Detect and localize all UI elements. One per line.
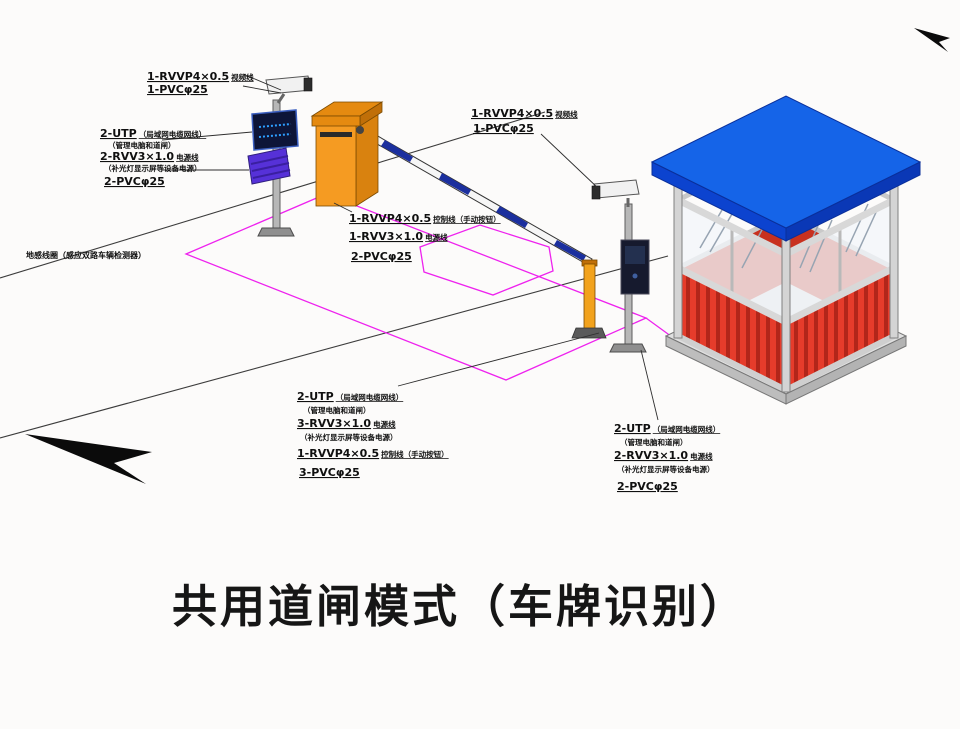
booth-post-left xyxy=(673,171,683,339)
north-arrows xyxy=(25,28,950,484)
label-screen-line4: （补光灯显示屏等设备电源） xyxy=(104,163,202,173)
label-booth-line5: 2-PVCφ25 xyxy=(617,480,678,493)
barrier-gate xyxy=(310,101,607,339)
led-display-text-row2 xyxy=(258,133,292,138)
led-display-screen xyxy=(251,109,299,151)
label-screen-line2: （管理电脑和道闸） xyxy=(108,140,176,150)
barrier-cabinet-front xyxy=(315,123,357,207)
leader-camera2 xyxy=(540,133,600,190)
booth-base-right-face xyxy=(785,335,907,405)
glass-glint-5 xyxy=(809,219,833,273)
rest-post-base xyxy=(571,327,607,339)
mid-rail-right xyxy=(784,264,896,326)
leader-lines xyxy=(161,73,659,421)
top-rail-left xyxy=(676,196,788,258)
label-screen-line5: 2-PVCφ25 xyxy=(104,175,165,188)
ground-loop-coil xyxy=(419,224,554,296)
top-rail-right xyxy=(784,196,896,258)
boom-pivot xyxy=(356,126,364,134)
fill-light-louver3 xyxy=(252,169,291,179)
label-barrier-line3: 2-PVCφ25 xyxy=(351,250,412,263)
booth-post-front xyxy=(781,237,791,393)
boom-stripe-1 xyxy=(381,140,413,162)
boom-stripe-3 xyxy=(496,206,528,228)
guard-booth xyxy=(650,95,922,405)
glass-glint-7 xyxy=(855,207,879,257)
booth-post-right xyxy=(889,171,899,339)
control-box-button xyxy=(632,273,638,279)
boom-stripe-4 xyxy=(554,240,586,261)
label-ground-loop: 地感线圈（感应双路车辆检测器） xyxy=(26,250,146,260)
roof-top xyxy=(650,95,922,229)
barrier-cap-front xyxy=(311,115,361,127)
rest-post xyxy=(583,263,596,331)
camera2-lens xyxy=(591,185,601,200)
camera2-pole-base xyxy=(609,343,647,353)
label-booth-line1: 2-UTP（局域网电缆网线） xyxy=(614,422,720,435)
north-arrow-large xyxy=(25,434,152,484)
camera1-lens xyxy=(303,77,313,92)
label-pole2-line1: 2-UTP（局域网电缆网线） xyxy=(297,390,403,403)
fill-light-louver1 xyxy=(250,155,289,165)
barrier-indicator-slot xyxy=(320,132,352,137)
fill-light-louver2 xyxy=(251,162,290,172)
leader-booth xyxy=(640,349,659,421)
boom-stripe-2 xyxy=(439,173,471,195)
label-pole2-line4: （补光灯显示屏等设备电源） xyxy=(300,432,398,442)
diagram-title: 共用道闸模式（车牌识别） xyxy=(172,580,748,633)
leader-barrier xyxy=(333,202,353,213)
leader-camera1-b xyxy=(242,85,282,94)
label-pole2-line6: 3-PVCφ25 xyxy=(299,466,360,479)
north-arrow-small xyxy=(914,28,950,52)
label-booth-line4: （补光灯显示屏等设备电源） xyxy=(617,464,715,474)
glass-glint-3 xyxy=(741,225,765,269)
camera1-bracket xyxy=(276,93,286,104)
control-box-panel xyxy=(625,246,645,264)
bottom-rail-right xyxy=(784,333,896,393)
leader-camera1-a xyxy=(242,73,282,91)
road-line-lower xyxy=(0,255,669,439)
camera1-assembly xyxy=(247,75,313,237)
bottom-rail-left xyxy=(676,333,788,393)
led-display-text-row1 xyxy=(258,123,292,128)
glass-glint-2 xyxy=(709,213,733,253)
camera2-body xyxy=(593,179,640,199)
label-screen-line1: 2-UTP（局域网电缆网线） xyxy=(100,127,206,140)
camera2-assembly xyxy=(591,179,650,353)
label-camera1-line2: 1-PVCφ25 xyxy=(147,83,208,96)
label-booth-line2: （管理电脑和道闸） xyxy=(620,437,688,447)
leader-pole2 xyxy=(397,332,600,387)
camera1-pole-base xyxy=(257,227,295,237)
mid-rail-left xyxy=(676,264,788,326)
label-pole2-line2: （管理电脑和道闸） xyxy=(303,405,371,415)
label-camera2-line2: 1-PVCφ25 xyxy=(473,122,534,135)
leader-screen xyxy=(161,131,253,141)
